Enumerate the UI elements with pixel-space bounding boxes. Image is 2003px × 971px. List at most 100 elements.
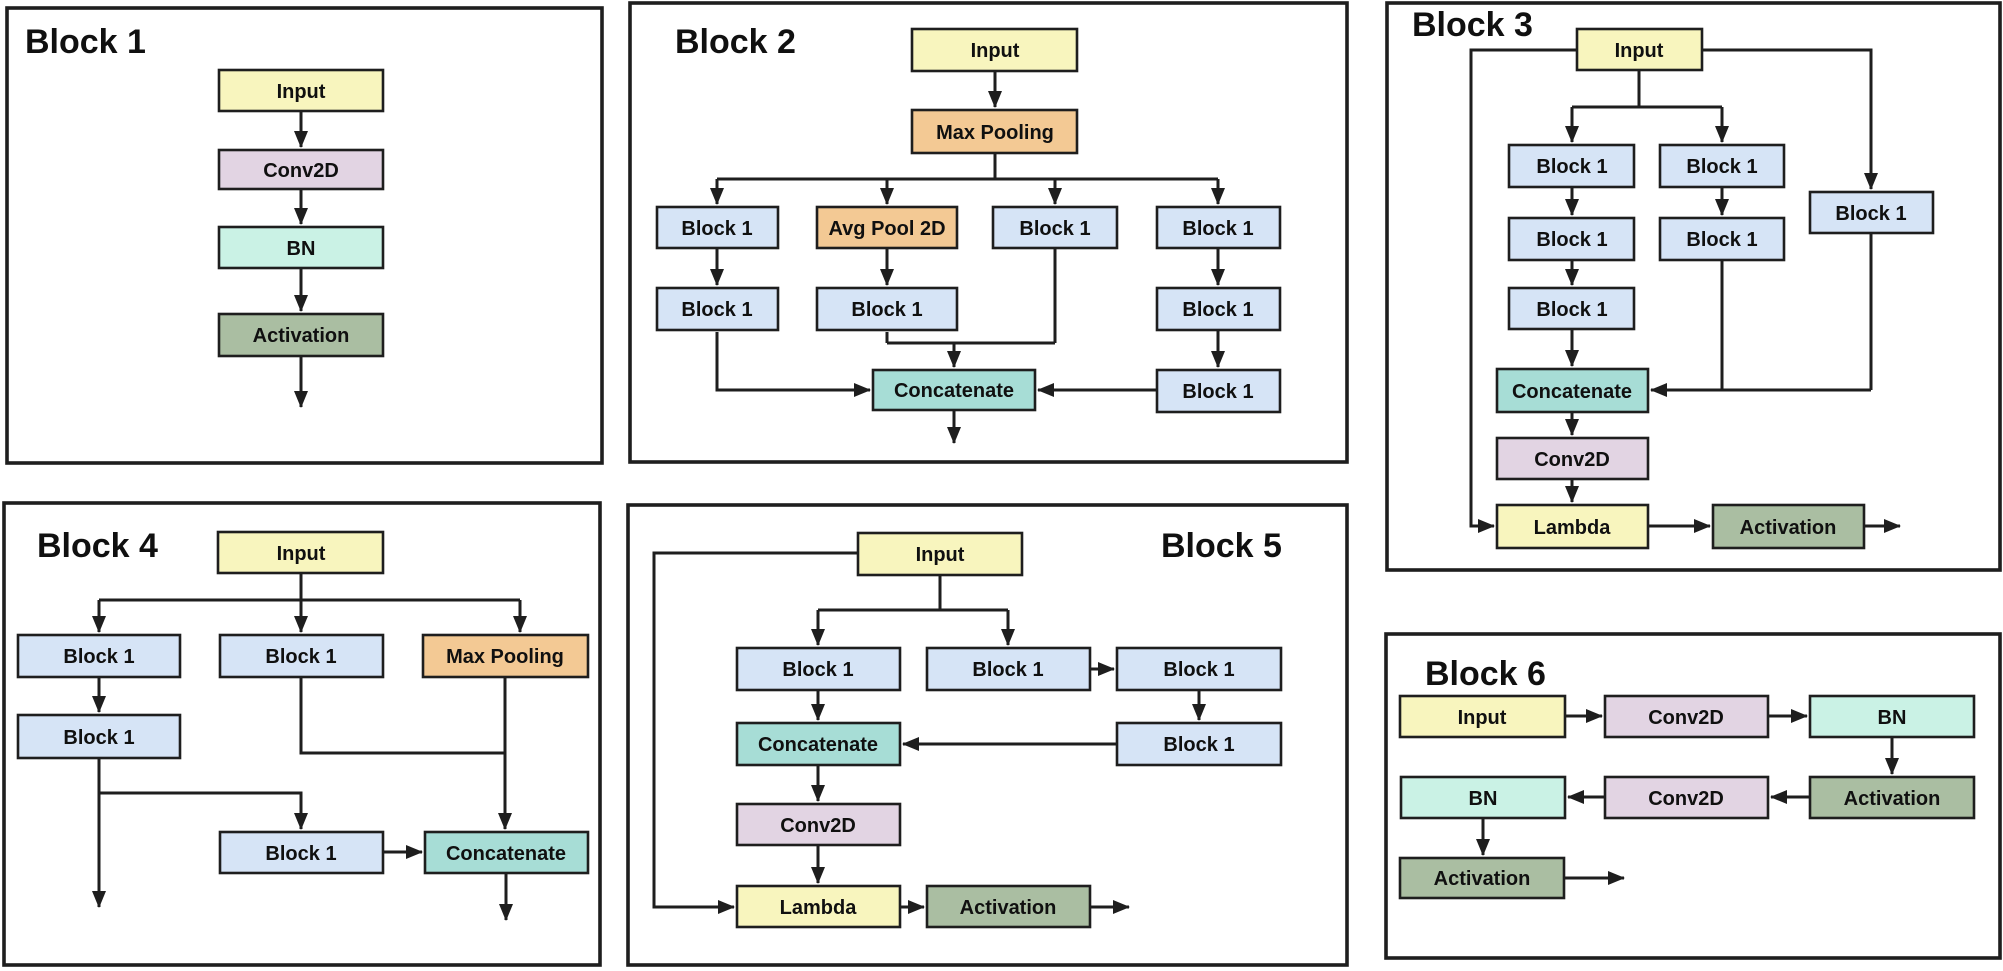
node-box-block1 bbox=[1658, 143, 1786, 189]
panel-block-2: Block 2 Input Max Pooling Block 1 Block … bbox=[628, 1, 1349, 464]
node-box-activation bbox=[1808, 775, 1976, 820]
arrow-input-to-right-block1 bbox=[1702, 48, 1878, 190]
node-label: Input bbox=[916, 544, 965, 566]
node-box-block1 bbox=[1658, 216, 1786, 262]
node-box-activation bbox=[217, 312, 385, 358]
node-box-input bbox=[910, 27, 1079, 73]
panel-block-4: Block 4 Input Block 1 Block 1 Block 1 Ma… bbox=[2, 501, 602, 967]
node-box-input bbox=[216, 530, 385, 575]
node-box-bn bbox=[1808, 694, 1976, 739]
panel-title: Block 1 bbox=[25, 23, 146, 61]
node-label: Block 1 bbox=[1835, 203, 1906, 225]
node-label: Block 1 bbox=[782, 659, 853, 681]
node-label: Block 1 bbox=[851, 299, 922, 321]
node-label: Block 1 bbox=[1536, 156, 1607, 178]
node-label: Activation bbox=[960, 897, 1057, 919]
node-box-concatenate bbox=[871, 368, 1037, 412]
node-label: Conv2D bbox=[1534, 449, 1610, 471]
node-label: Concatenate bbox=[758, 734, 878, 756]
node-box-block1 bbox=[1507, 216, 1636, 262]
node-label: Activation bbox=[1844, 788, 1941, 810]
node-box-conv2d bbox=[735, 802, 902, 847]
node-box-block1 bbox=[655, 205, 780, 250]
arrow-input-skip-to-lambda bbox=[652, 551, 858, 914]
node-label: Block 1 bbox=[1182, 299, 1253, 321]
node-label: Block 1 bbox=[1686, 229, 1757, 251]
node-box-concatenate bbox=[1495, 367, 1650, 414]
panel-title: Block 6 bbox=[1425, 655, 1546, 693]
node-label: Concatenate bbox=[1512, 381, 1632, 403]
node-box-block1 bbox=[655, 286, 780, 332]
node-label: Activation bbox=[1434, 868, 1531, 890]
node-box-input bbox=[856, 531, 1024, 577]
node-label: Input bbox=[277, 543, 326, 565]
node-box-block1 bbox=[991, 205, 1119, 250]
arrow-left-branch-to-bottom-block1 bbox=[99, 791, 308, 830]
node-label: Avg Pool 2D bbox=[828, 218, 945, 240]
node-label: Input bbox=[1615, 40, 1664, 62]
node-label: BN bbox=[1469, 788, 1498, 810]
node-label: Max Pooling bbox=[446, 646, 564, 668]
node-label: Block 1 bbox=[265, 843, 336, 865]
node-box-bn bbox=[217, 225, 385, 270]
node-label: Block 1 bbox=[1163, 659, 1234, 681]
node-box-block1 bbox=[1507, 143, 1636, 189]
node-box-lambda bbox=[735, 884, 902, 929]
panel-title: Block 4 bbox=[37, 527, 158, 565]
node-label: Conv2D bbox=[263, 160, 339, 182]
node-label: Block 1 bbox=[1686, 156, 1757, 178]
panel-block-3: Block 3 Input Block 1 Block 1 Block 1 Bl… bbox=[1385, 1, 2002, 572]
node-label: Lambda bbox=[780, 897, 858, 919]
node-label: Conv2D bbox=[1648, 788, 1724, 810]
node-box-block1 bbox=[16, 713, 182, 760]
line-mid-col-merge bbox=[299, 677, 505, 755]
node-label: Block 1 bbox=[1182, 381, 1253, 403]
node-label: Block 1 bbox=[1019, 218, 1090, 240]
arrow-input-skip-to-lambda bbox=[1469, 48, 1577, 533]
node-label: Block 1 bbox=[1182, 218, 1253, 240]
node-box-block1 bbox=[1155, 368, 1282, 414]
node-label: Input bbox=[277, 81, 326, 103]
arrow-colA-to-concatenate bbox=[715, 332, 871, 397]
node-box-block1 bbox=[925, 646, 1092, 692]
node-box-input bbox=[1575, 27, 1704, 72]
node-box-input bbox=[1398, 694, 1567, 739]
node-box-block1 bbox=[1155, 205, 1282, 250]
node-label: Block 1 bbox=[681, 218, 752, 240]
node-box-conv2d bbox=[217, 148, 385, 191]
panel-block-6: Block 6 Input Conv2D BN Activation Conv2… bbox=[1384, 632, 2002, 960]
node-label: Conv2D bbox=[1648, 707, 1724, 729]
node-box-conv2d bbox=[1603, 775, 1770, 820]
node-box-block1 bbox=[735, 646, 902, 692]
node-box-activation bbox=[1711, 503, 1866, 550]
node-label: BN bbox=[1878, 707, 1907, 729]
node-box-lambda bbox=[1495, 503, 1650, 550]
node-box-concatenate bbox=[735, 721, 902, 767]
node-label: Input bbox=[1458, 707, 1507, 729]
node-box-block1 bbox=[16, 633, 182, 679]
panel-title: Block 3 bbox=[1412, 6, 1533, 44]
panel-block-5: Block 5 Input Block 1 Block 1 Block 1 Bl… bbox=[626, 503, 1349, 967]
node-box-block1 bbox=[1155, 286, 1282, 332]
node-label: Block 1 bbox=[1536, 299, 1607, 321]
node-box-block1 bbox=[1507, 286, 1636, 331]
node-label: Conv2D bbox=[780, 815, 856, 837]
panel-border bbox=[1385, 1, 2002, 572]
node-label: BN bbox=[287, 238, 316, 260]
node-box-block1 bbox=[1115, 721, 1283, 767]
node-label: Activation bbox=[1740, 517, 1837, 539]
node-box-max-pooling bbox=[910, 108, 1079, 155]
node-label: Block 1 bbox=[681, 299, 752, 321]
node-label: Input bbox=[971, 40, 1020, 62]
node-label: Block 1 bbox=[1536, 229, 1607, 251]
node-label: Block 1 bbox=[63, 646, 134, 668]
node-label: Max Pooling bbox=[936, 122, 1054, 144]
node-box-conv2d bbox=[1603, 694, 1770, 739]
node-label: Block 1 bbox=[265, 646, 336, 668]
node-label: Block 1 bbox=[1163, 734, 1234, 756]
node-box-block1 bbox=[1808, 190, 1935, 235]
node-box-concatenate bbox=[423, 830, 590, 875]
node-label: Lambda bbox=[1534, 517, 1612, 539]
